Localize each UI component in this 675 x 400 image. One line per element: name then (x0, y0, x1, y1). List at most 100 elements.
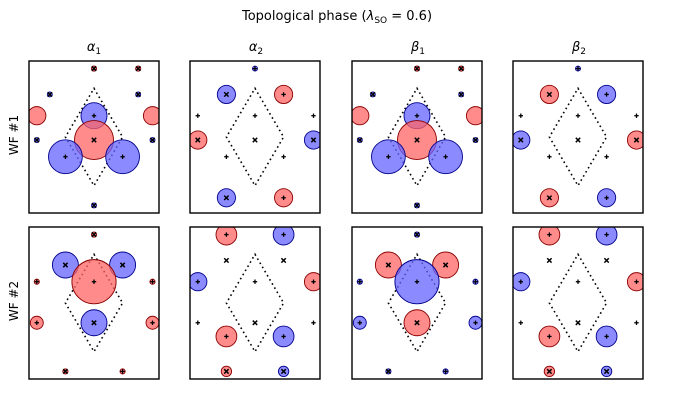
unit-cell-outline (225, 86, 285, 188)
cross-site-marker (633, 137, 640, 143)
cross-site-marker (91, 137, 97, 143)
cross-site-marker (252, 137, 258, 143)
plus-site-marker (63, 154, 68, 159)
panel-wf1-alpha-2 (189, 60, 321, 214)
plus-site-marker (281, 334, 286, 339)
plus-site-marker (120, 154, 125, 159)
plus-site-marker (281, 195, 286, 200)
panel-frame (351, 60, 483, 214)
cross-site-marker (91, 320, 97, 326)
plus-site-marker (604, 334, 609, 339)
cross-site-marker (603, 257, 610, 264)
cross-site-marker (91, 65, 97, 72)
cross-site-marker (195, 137, 201, 143)
cross-site-marker (223, 195, 230, 201)
panel-frame (512, 60, 644, 214)
panel-frame (351, 226, 483, 380)
plus-site-marker (604, 195, 609, 200)
positive-amplitude-circle (352, 106, 370, 126)
cross-site-marker (357, 137, 363, 143)
cross-site-marker (442, 262, 449, 268)
positive-amplitude-circle (142, 106, 159, 126)
cross-site-marker (458, 65, 464, 72)
cross-site-marker (414, 231, 420, 238)
plus-site-marker (195, 279, 200, 284)
cross-site-marker (34, 137, 40, 143)
plus-site-marker (311, 320, 316, 325)
plus-site-marker (252, 279, 258, 284)
plus-site-marker (547, 334, 552, 339)
cross-site-marker (223, 257, 230, 264)
cross-site-marker (414, 202, 420, 209)
panel-wf2-alpha-1 (28, 226, 160, 380)
plus-site-marker (547, 232, 552, 237)
panel-wf1-alpha-1 (28, 60, 160, 214)
plus-site-marker (357, 279, 362, 284)
panel-frame (28, 226, 160, 380)
cross-site-marker (370, 91, 376, 98)
panel-wf1-beta-1 (351, 60, 483, 214)
cross-site-marker (119, 262, 126, 268)
cross-site-marker (518, 137, 524, 143)
cross-site-marker (149, 137, 156, 143)
panel-wf2-beta-2 (512, 226, 644, 380)
plus-site-marker (443, 369, 448, 374)
cross-site-marker (546, 368, 553, 375)
plus-site-marker (91, 279, 97, 284)
cross-site-marker (546, 195, 553, 201)
column-label-alpha-1: α1 (87, 40, 101, 57)
figure-title: Topological phase (λSO = 0.6) (241, 9, 432, 26)
cross-site-marker (414, 137, 420, 143)
plus-site-marker (634, 320, 639, 325)
cross-site-marker (252, 320, 258, 326)
plus-site-marker (281, 92, 286, 97)
cross-site-marker (135, 65, 141, 72)
unit-cell-outline (548, 252, 608, 354)
plus-site-marker (414, 279, 420, 284)
plus-site-marker (547, 154, 552, 159)
cross-site-marker (575, 320, 581, 326)
plus-site-marker (634, 113, 639, 118)
panel-frame (512, 226, 644, 380)
cross-site-marker (310, 137, 317, 143)
plus-site-marker (634, 279, 639, 284)
panel-wf2-beta-1 (351, 226, 483, 380)
plus-site-marker (224, 154, 229, 159)
cross-site-marker (472, 137, 479, 143)
cross-site-marker (458, 91, 464, 98)
plus-site-marker (575, 279, 581, 284)
negative-amplitude-circle (303, 130, 320, 150)
positive-amplitude-circle (626, 130, 643, 150)
cross-site-marker (91, 231, 97, 238)
cross-site-marker (280, 257, 287, 264)
plus-site-marker (518, 279, 523, 284)
row-label-wf-2: WF #2 (7, 281, 21, 321)
plus-site-marker (34, 279, 39, 284)
cross-site-marker (91, 202, 97, 209)
cross-site-marker (223, 368, 230, 375)
plus-site-marker (414, 113, 420, 118)
panel-grid (28, 60, 644, 380)
unit-cell-outline (64, 86, 124, 188)
plus-site-marker (357, 320, 362, 325)
unit-cell-outline (387, 86, 447, 188)
panel-frame (189, 60, 321, 214)
plus-site-marker (224, 232, 229, 237)
plus-site-marker (575, 113, 581, 118)
plus-site-marker (518, 113, 523, 118)
cross-site-marker (385, 262, 392, 268)
cross-site-marker (135, 91, 141, 98)
plus-site-marker (473, 279, 478, 284)
cross-site-marker (223, 91, 230, 98)
plus-site-marker (252, 113, 258, 118)
plus-site-marker (311, 279, 316, 284)
plus-site-marker (604, 154, 609, 159)
cross-site-marker (62, 368, 69, 375)
panel-frame (28, 60, 160, 214)
plus-site-marker (473, 320, 478, 325)
unit-cell-outline (225, 252, 285, 354)
plus-site-marker (604, 92, 609, 97)
cross-site-marker (546, 257, 553, 264)
plus-site-marker (150, 279, 155, 284)
cross-site-marker (603, 368, 610, 375)
